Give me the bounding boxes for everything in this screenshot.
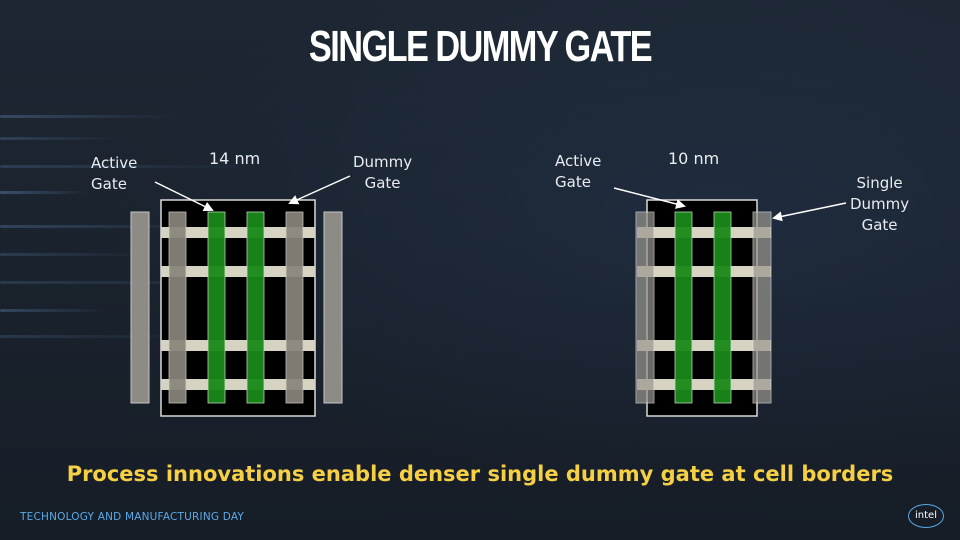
diagram-14nm xyxy=(130,175,351,417)
dummy-gate-arrow xyxy=(288,175,351,205)
fin xyxy=(637,227,771,238)
dummy-gate xyxy=(168,211,187,404)
fin xyxy=(637,340,771,351)
single-dummy-gate-arrow xyxy=(772,202,847,222)
active-gate xyxy=(207,211,226,404)
tagline: Process innovations enable denser single… xyxy=(66,462,894,486)
active-gate xyxy=(713,211,732,404)
fin xyxy=(637,379,771,390)
fin xyxy=(161,340,315,351)
active-gate xyxy=(674,211,693,404)
fin xyxy=(637,266,771,277)
dummy-gate xyxy=(285,211,304,404)
outer-dummy-gate-left xyxy=(130,211,150,404)
dummy-gate-label-14nm: Dummy Gate xyxy=(353,153,413,192)
background-light-streaks xyxy=(0,95,520,355)
footer-text: TECHNOLOGY AND MANUFACTURING DAY xyxy=(20,511,245,523)
single-dummy-gate-right xyxy=(752,211,772,404)
active-gate-label-10nm: Active Gate xyxy=(555,152,602,191)
active-gate-arrow xyxy=(154,181,214,211)
diagram-10nm xyxy=(613,187,847,417)
fin xyxy=(161,379,315,390)
outer-dummy-gate-right xyxy=(323,211,343,404)
active-gate-label-14nm: Active Gate xyxy=(91,154,138,193)
slide-title: SINGLE DUMMY GATE xyxy=(308,22,653,71)
node-label-14nm: 14 nm xyxy=(209,149,261,168)
single-dummy-gate-label-10nm: Single Dummy Gate xyxy=(850,174,910,234)
fin xyxy=(161,227,315,238)
intel-logo: intel xyxy=(908,504,944,528)
fin xyxy=(161,266,315,277)
active-gate-arrow xyxy=(613,187,686,209)
active-gate xyxy=(246,211,265,404)
node-label-10nm: 10 nm xyxy=(668,149,720,168)
single-dummy-gate-left xyxy=(635,211,655,404)
